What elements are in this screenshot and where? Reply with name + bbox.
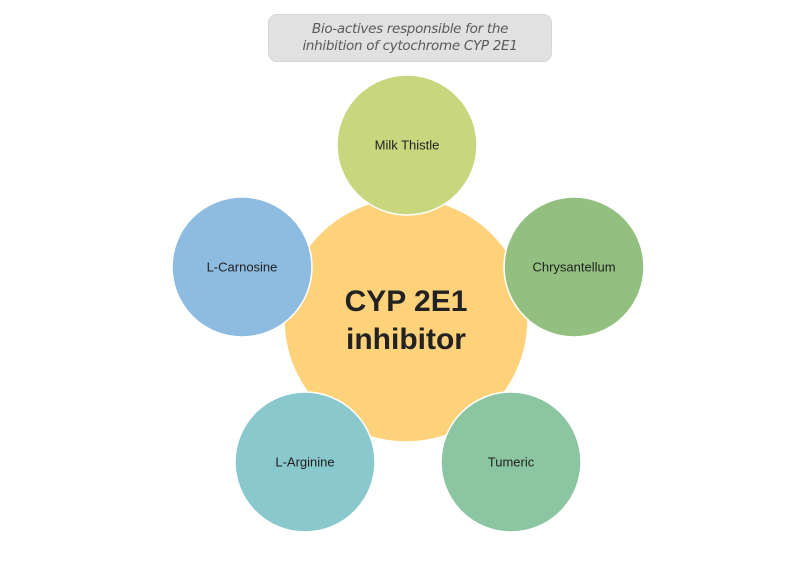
node-l-carnosine: L-Carnosine [171,196,313,338]
center-label-line-2: inhibitor [346,323,466,356]
node-circle [234,391,376,533]
node-label: Chrysantellum [532,259,615,274]
node-label: Tumeric [488,454,535,469]
title-box: Bio-actives responsible for the inhibiti… [268,14,552,62]
node-circle [440,391,582,533]
node-label: L-Carnosine [207,259,278,274]
node-milk-thistle: Milk Thistle [336,74,478,216]
title-line-2: inhibition of cytochrome CYP 2E1 [302,38,518,54]
node-label: Milk Thistle [375,137,440,152]
node-circle [336,74,478,216]
title-line-1: Bio-actives responsible for the [311,21,509,37]
center-label-line-1: CYP 2E1 [345,285,468,318]
node-label: L-Arginine [275,454,334,469]
node-chrysantellum: Chrysantellum [503,196,645,338]
node-l-arginine: L-Arginine [234,391,376,533]
node-tumeric: Tumeric [440,391,582,533]
node-circle [503,196,645,338]
node-circle [171,196,313,338]
